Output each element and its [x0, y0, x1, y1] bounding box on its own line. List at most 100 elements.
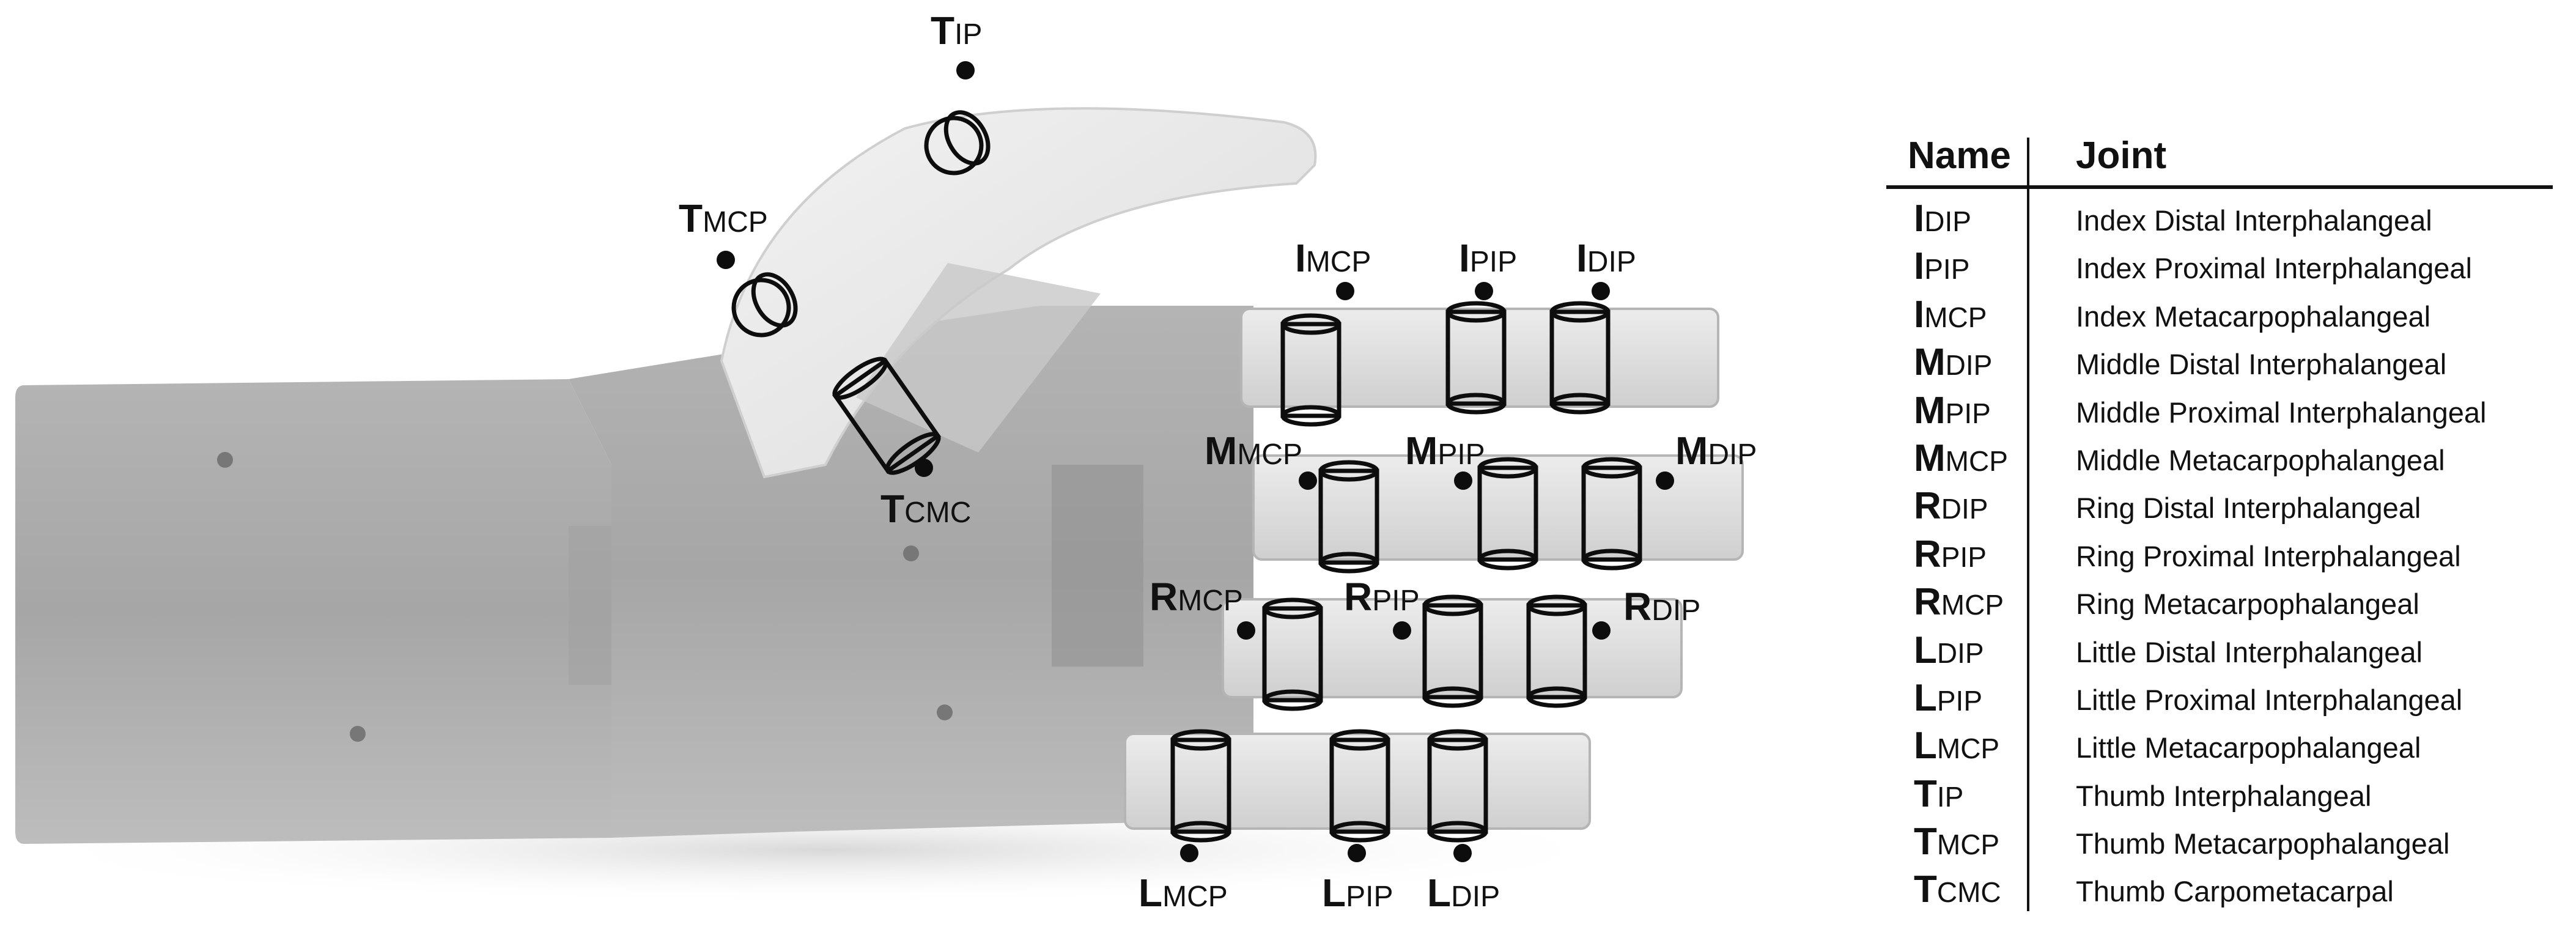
row-joint: Little Proximal Interphalangeal: [2076, 683, 2463, 716]
row-name: TIP: [1914, 775, 1963, 813]
joint-cylinders: [731, 110, 991, 475]
row-letter: T: [1914, 868, 1937, 911]
row-name: IDIP: [1914, 200, 1971, 238]
palm-slot: [1052, 465, 1143, 667]
row-letter: I: [1914, 245, 1925, 288]
label-t-cmc: TCMC: [880, 487, 972, 531]
row-joint: Little Distal Interphalangeal: [2076, 635, 2423, 668]
cylinder-i-mcp: [1280, 313, 1342, 427]
dot-m-pip: [1454, 471, 1472, 490]
screw: [350, 726, 366, 742]
label-m-pip: MPIP: [1405, 429, 1485, 473]
dot-t-cmc: [915, 459, 933, 477]
dot-l-pip: [1348, 844, 1366, 862]
forearm: [15, 379, 611, 844]
label-m-mcp: MMCP: [1205, 429, 1302, 473]
row-joint: Ring Proximal Interphalangeal: [2076, 539, 2461, 572]
row-letter: L: [1914, 725, 1937, 767]
row-name: MDIP: [1914, 344, 1992, 382]
row-sub: MCP: [1941, 589, 2004, 621]
row-sub: MCP: [1936, 829, 2000, 861]
label-l-pip: LPIP: [1322, 871, 1393, 915]
row-letter: L: [1914, 676, 1937, 719]
cylinder-l-dip: [1427, 729, 1488, 843]
row-sub: PIP: [1945, 397, 1991, 429]
screw: [217, 452, 233, 468]
robot-hand-illustration: [0, 107, 1744, 905]
dot-r-mcp: [1237, 621, 1255, 640]
table-header: Name Joint: [1886, 131, 2547, 180]
dot-m-mcp: [1299, 471, 1317, 490]
row-name: IPIP: [1914, 248, 1969, 286]
cylinder-l-pip: [1329, 729, 1390, 843]
dot-i-mcp: [1336, 282, 1354, 300]
row-letter: L: [1914, 629, 1937, 671]
cylinder-i-pip: [1445, 301, 1507, 415]
row-sub: MCP: [1924, 301, 1987, 333]
header-name: Name: [1908, 135, 2011, 177]
row-name: TCMC: [1914, 871, 2001, 909]
label-t-ip: TIP: [931, 9, 983, 53]
row-sub: PIP: [1924, 253, 1970, 286]
row-joint: Middle Proximal Interphalangeal: [2076, 396, 2487, 429]
row-sub: MCP: [1945, 445, 2008, 477]
row-joint: Index Metacarpophalangeal: [2076, 300, 2431, 333]
row-letter: T: [1914, 772, 1937, 815]
row-name: RMCP: [1914, 583, 2004, 621]
robot-hand-diagram: TIP TMCP TCMC IMCP IPIP IDIP MMCP MPIP M…: [0, 9, 1757, 915]
dot-m-dip: [1656, 471, 1674, 490]
column-divider: [2027, 138, 2029, 911]
row-joint: Thumb Metacarpophalangeal: [2076, 827, 2450, 860]
row-joint: Little Metacarpophalangeal: [2076, 731, 2421, 764]
label-r-mcp: RMCP: [1150, 575, 1243, 619]
dot-l-dip: [1453, 844, 1472, 862]
row-name: MPIP: [1914, 389, 1991, 432]
cylinder-r-mcp: [1262, 597, 1323, 711]
row-letter: M: [1914, 437, 1946, 479]
row-sub: DIP: [1924, 205, 1971, 237]
cylinder-m-dip: [1581, 457, 1642, 571]
row-joint: Index Proximal Interphalangeal: [2076, 252, 2472, 285]
row-name: LMCP: [1914, 727, 1999, 765]
label-l-mcp: LMCP: [1139, 871, 1228, 915]
label-i-mcp: IMCP: [1295, 236, 1371, 280]
screw: [903, 545, 919, 561]
row-name: LPIP: [1914, 679, 1982, 717]
dot-i-pip: [1475, 282, 1493, 300]
cylinder-m-mcp: [1318, 460, 1379, 574]
index-finger: [1240, 308, 1719, 408]
row-sub: MCP: [1936, 733, 2000, 765]
row-sub: DIP: [1936, 637, 1984, 669]
row-letter: M: [1914, 389, 1946, 432]
header-rule: [1886, 185, 2553, 189]
dot-r-dip: [1592, 621, 1611, 640]
row-joint: Middle Distal Interphalangeal: [2076, 348, 2447, 381]
row-joint: Thumb Carpometacarpal: [2076, 875, 2394, 908]
screw: [937, 704, 953, 720]
row-joint: Ring Distal Interphalangeal: [2076, 492, 2421, 525]
dot-t-mcp: [717, 251, 735, 269]
row-letter: I: [1914, 198, 1925, 240]
row-letter: T: [1914, 821, 1937, 863]
row-sub: PIP: [1936, 684, 1983, 717]
cylinder-r-dip: [1526, 594, 1587, 708]
dot-i-dip: [1592, 282, 1610, 300]
label-l-dip: LDIP: [1427, 871, 1500, 915]
row-letter: I: [1914, 293, 1925, 336]
row-letter: R: [1914, 533, 1941, 575]
label-r-pip: RPIP: [1344, 575, 1420, 619]
label-m-dip: MDIP: [1675, 429, 1757, 473]
row-letter: M: [1914, 341, 1946, 384]
palm: [569, 306, 1253, 838]
cylinder-m-pip: [1477, 457, 1538, 571]
row-name: RPIP: [1914, 533, 1987, 575]
cylinder-i-dip: [1549, 301, 1611, 415]
row-name: RDIP: [1914, 487, 1988, 525]
row-joint: Thumb Interphalangeal: [2076, 779, 2372, 812]
header-joint: Joint: [2076, 135, 2167, 177]
row-name: TMCP: [1914, 823, 1999, 861]
row-sub: DIP: [1941, 493, 1988, 525]
row-name: MMCP: [1914, 437, 2008, 479]
dot-r-pip: [1393, 621, 1411, 640]
row-joint: Ring Metacarpophalangeal: [2076, 588, 2419, 621]
